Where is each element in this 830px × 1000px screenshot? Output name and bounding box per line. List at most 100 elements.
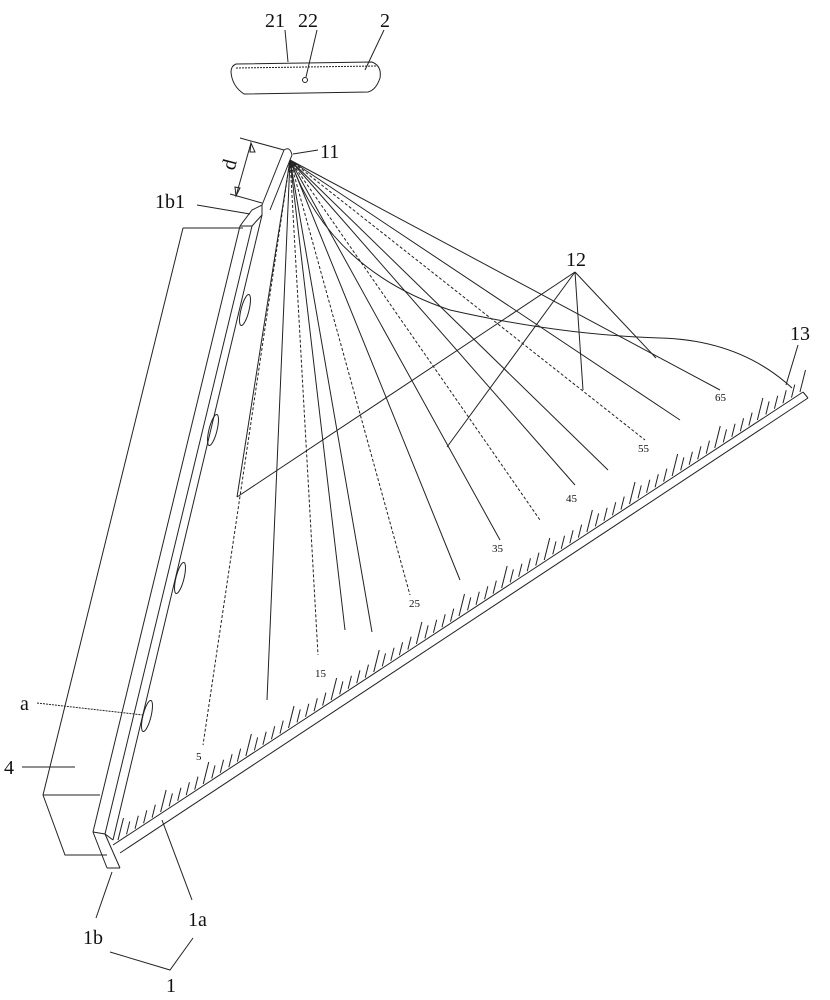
scale-label: 35 (492, 543, 504, 555)
angle-ray (202, 159, 291, 746)
ruler-tick (688, 451, 693, 465)
ruler-tick (407, 636, 412, 650)
ruler-tick (697, 446, 702, 460)
hole (141, 699, 153, 733)
label-1a: 1a (188, 909, 207, 931)
ruler-tick (484, 586, 489, 600)
hole (174, 561, 186, 595)
ruler-tick (773, 395, 779, 409)
leader-13 (785, 344, 799, 386)
angle-ray (289, 159, 501, 541)
ruler-tick (611, 502, 617, 516)
angle-ray (289, 159, 609, 471)
angle-ray (289, 159, 461, 581)
angle-rays (202, 159, 721, 746)
ruler-tick (560, 535, 566, 549)
ruler-tick (790, 384, 796, 398)
bracket-1 (109, 937, 194, 971)
ruler-1a (112, 391, 809, 854)
ruler-tick (356, 670, 361, 684)
curve-edge (289, 159, 793, 389)
angle-ray (289, 159, 541, 521)
ruler-tick (722, 429, 728, 443)
ruler-tick (211, 765, 216, 779)
scale-label: 5 (196, 751, 202, 763)
ruler-tick (219, 759, 225, 773)
ruler-ticks (117, 369, 806, 841)
ruler-tick (432, 619, 438, 633)
ruler-tick (381, 653, 387, 667)
ruler-tick (194, 776, 199, 790)
leader-11 (292, 149, 319, 155)
ruler-tick (501, 565, 508, 589)
ruler-tick (134, 815, 139, 829)
ruler-tick (228, 754, 233, 768)
ruler-tick (373, 649, 380, 673)
leader-a (36, 702, 144, 716)
ruler-tick (296, 709, 301, 723)
leader-1a (161, 819, 193, 901)
ruler-tick (177, 787, 182, 801)
ruler-tick (168, 793, 173, 807)
ruler-tick (509, 569, 514, 583)
ruler-tick (270, 726, 276, 740)
label-21: 21 (265, 10, 285, 32)
ruler-tick (322, 692, 327, 706)
sensor-piece (230, 29, 385, 95)
leader-1b (95, 871, 113, 919)
ruler-tick (799, 369, 806, 393)
angle-ray (289, 159, 373, 633)
label-d: d (218, 157, 242, 172)
scale-label: 65 (715, 392, 727, 404)
ruler-tick (535, 552, 540, 566)
ruler-tick (245, 733, 252, 757)
label-1b1: 1b1 (155, 191, 185, 213)
label-11: 11 (320, 141, 339, 163)
ruler-tick (185, 782, 190, 796)
ruler-tick (782, 390, 787, 404)
ruler-tick (458, 593, 465, 617)
ruler-tick (569, 530, 574, 544)
ruler-tick (714, 425, 721, 449)
angle-ray (289, 159, 411, 596)
angle-ray (266, 159, 291, 701)
label-a: a (20, 693, 29, 715)
ruler-tick (552, 541, 557, 555)
ruler-tick (756, 397, 764, 421)
label-12: 12 (566, 249, 586, 271)
ruler-tick (313, 698, 318, 712)
ruler-tick (748, 412, 753, 426)
ruler-tick (253, 737, 259, 751)
ruler-tick (526, 558, 531, 572)
ruler-tick (441, 614, 446, 628)
ruler-tick (594, 513, 600, 527)
dimension-d (229, 137, 285, 204)
ruler-tick (126, 821, 131, 835)
label-13: 13 (790, 323, 810, 345)
ruler-tick (731, 423, 736, 437)
ruler-tick (629, 481, 636, 505)
label-4: 4 (4, 757, 14, 779)
ruler-tick (577, 524, 583, 538)
ruler-tick (637, 485, 642, 499)
ruler-tick (160, 789, 167, 813)
ruler-tick (543, 537, 551, 561)
ruler-tick (202, 761, 210, 785)
ruler-tick (347, 675, 352, 689)
ruler-tick (680, 457, 685, 471)
scale-label: 15 (315, 668, 327, 680)
ruler-tick (671, 453, 679, 477)
ruler-tick (279, 720, 284, 734)
ruler-tick (415, 621, 423, 645)
ruler-tick (398, 642, 404, 656)
scale-label: 25 (409, 598, 421, 610)
ruler-tick (143, 810, 148, 824)
ruler-tick (586, 509, 593, 533)
ruler-tick (739, 418, 745, 432)
ruler-tick (705, 440, 710, 454)
ruler-tick (305, 703, 310, 717)
hole (239, 293, 251, 327)
scale-label: 45 (566, 493, 578, 505)
ruler-tick (390, 647, 395, 661)
